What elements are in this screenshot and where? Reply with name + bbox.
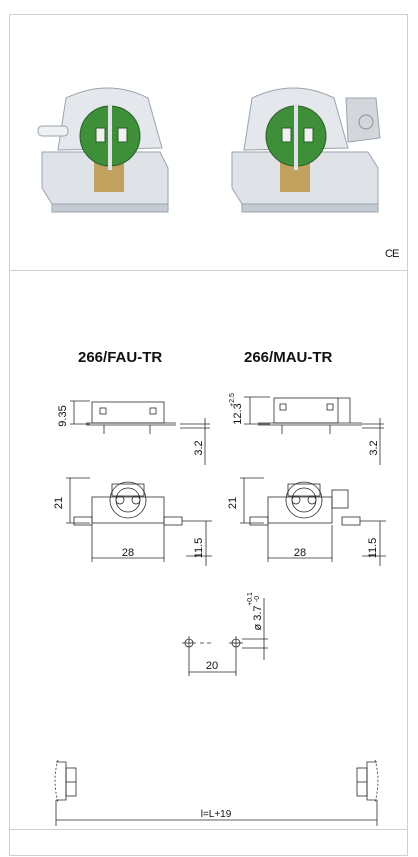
dim-base-left: 11.5 (193, 538, 205, 559)
dim-fau-height: 9.35 (57, 405, 69, 426)
model-title-fau: 266/FAU-TR (78, 349, 163, 366)
dim-length-formula: l=L+19 (201, 809, 232, 820)
dim-offset-right: 3.2 (368, 440, 380, 455)
tube-length-view (54, 759, 379, 826)
dim-hole-diameter: ø 3.7 (252, 605, 264, 630)
mounting-holes (182, 598, 268, 676)
top-view-fau (66, 477, 212, 566)
dim-width-right: 21 (227, 497, 239, 509)
dim-mau-height: 12.3 (232, 403, 244, 424)
side-view-mau (244, 396, 384, 465)
dim-base-right: 11.5 (367, 538, 379, 559)
drawing-frame (9, 14, 408, 856)
dim-mau-height-tol: +2.5 (229, 393, 236, 407)
top-view-mau (240, 477, 386, 566)
dim-hole-tol-plus: +0.1 (247, 592, 254, 606)
model-title-mau: 266/MAU-TR (244, 349, 333, 366)
section-divider (9, 270, 408, 271)
dim-offset-left: 3.2 (193, 440, 205, 455)
lampholder-photo-fau (37, 87, 169, 213)
dim-hole-spacing: 20 (206, 660, 218, 672)
dim-length-right: 28 (294, 547, 306, 559)
dim-length-left: 28 (122, 547, 134, 559)
dim-hole-tol-minus: -0 (254, 596, 261, 602)
side-view-fau (70, 400, 210, 465)
ce-mark: CE (385, 248, 399, 260)
dim-width-left: 21 (53, 497, 65, 509)
product-photos (37, 87, 381, 213)
section-divider (9, 829, 408, 830)
lampholder-photo-mau (231, 87, 381, 213)
